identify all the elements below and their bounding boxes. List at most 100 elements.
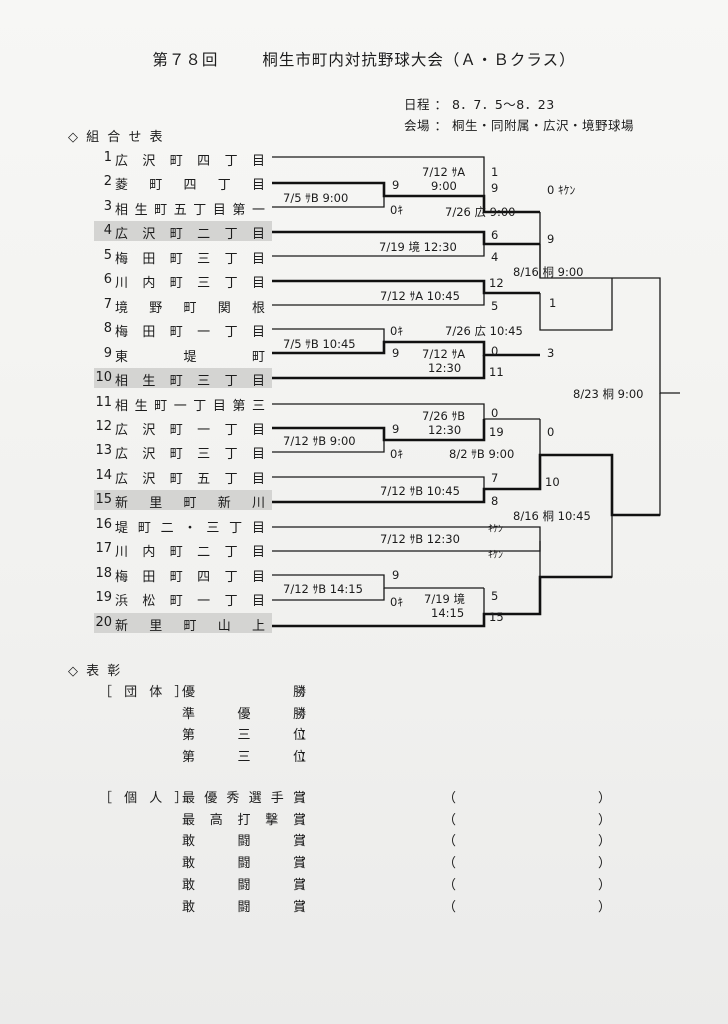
team-name: 広沢町三丁目 [115, 447, 265, 463]
team-number: 16 [95, 516, 112, 532]
team-name: 広沢町一丁目 [115, 422, 265, 438]
award-name: 最高打撃賞 [182, 812, 306, 828]
award-colon: ： [300, 791, 314, 806]
game-label: 12:30 [428, 361, 462, 375]
score: 5 [491, 589, 499, 603]
team-number: 18 [95, 565, 112, 581]
game-label: 8/16 桐 10:45 [513, 509, 591, 523]
award-name: 敢闘賞 [182, 834, 306, 850]
game-label: 8/16 桐 9:00 [513, 265, 584, 279]
score: 0ｷ [390, 595, 404, 609]
score: 9 [392, 422, 400, 436]
award-name: 第三位 [182, 750, 306, 766]
score: 0ｷ [390, 203, 404, 217]
team-name: 広沢町四丁目 [115, 154, 265, 169]
team-number: 14 [95, 467, 112, 483]
award-colon: ： [300, 812, 314, 828]
team-number: 6 [103, 272, 112, 288]
bracket-line-1 [272, 156, 485, 183]
score: 8 [491, 494, 499, 508]
final-game-label: 8/23 桐 9:00 [573, 387, 644, 401]
game-label: 7/26 広 9:00 [445, 205, 516, 219]
team-name: 川内町三丁目 [115, 276, 265, 292]
game-label: 12:30 [428, 423, 462, 437]
award-colon: ： [300, 750, 314, 766]
award-name: 敢闘賞 [182, 877, 306, 893]
bracket-line-16 [272, 403, 485, 419]
game-label: 7/19 境 [424, 592, 465, 606]
award-name: 準優勝 [182, 706, 306, 722]
team-name: 梅田町一丁目 [115, 325, 265, 341]
team-name: 相生町三丁目 [115, 374, 265, 390]
score: 12 [489, 276, 504, 290]
winner-path-4 [272, 230, 540, 246]
game-label: 7/12 ｻA [422, 347, 466, 361]
score: 1 [491, 165, 499, 179]
winner-path-12 [272, 419, 486, 442]
team-number: 12 [95, 418, 112, 434]
team-number: 8 [103, 321, 112, 337]
award-colon: ： [300, 899, 314, 915]
score: 10 [545, 475, 560, 489]
score: 9 [491, 181, 499, 195]
score: ｷｹﾝ [488, 550, 503, 561]
award-colon: ： [300, 856, 314, 872]
recipient-paren-close: ） [598, 812, 612, 828]
team-name: 川内町二丁目 [115, 545, 265, 561]
award-colon: ： [300, 706, 314, 722]
bracket-line-31 [612, 393, 661, 516]
team-number: 7 [103, 296, 112, 312]
team-number: 19 [95, 590, 112, 606]
score: 7 [491, 471, 499, 485]
recipient-paren-close: ） [598, 899, 612, 915]
award-name: 最優秀選手賞 [182, 791, 306, 806]
score: 9 [547, 232, 555, 246]
recipient-paren-close: ） [598, 834, 612, 850]
award-name: 優勝 [182, 685, 306, 700]
game-label: 7/26 広 10:45 [445, 324, 523, 338]
team-name: 新里町山上 [115, 618, 265, 634]
game-label: 7/12 ｻB 10:45 [380, 484, 460, 498]
team-name: 菱町四丁目 [115, 178, 265, 194]
score: 0 [547, 425, 555, 439]
recipient-paren-open: （ [443, 877, 457, 893]
recipient-paren-close: ） [598, 856, 612, 872]
bracket-line-15 [612, 277, 680, 394]
score: 19 [489, 425, 504, 439]
score: 0 ｷｹﾝ [547, 183, 576, 197]
score: 9 [392, 568, 400, 582]
game-label: 8/2 ｻB 9:00 [449, 447, 515, 461]
winner-path-10 [272, 355, 486, 380]
team-number: 1 [103, 150, 112, 165]
bracket-line-29 [539, 515, 613, 578]
score: 9 [392, 178, 400, 192]
game-label: 7/12 ｻB 9:00 [283, 434, 356, 448]
bracket-line-10 [272, 328, 385, 342]
team-name: 梅田町三丁目 [115, 251, 265, 267]
game-label: 7/5 ｻB 9:00 [283, 191, 349, 205]
team-name: 浜松町一丁目 [115, 594, 265, 610]
winner-path-15 [272, 453, 660, 517]
score: 9 [392, 346, 400, 360]
team-number: 20 [95, 614, 112, 630]
team-number: 3 [103, 198, 112, 214]
title-edition: 第７８回 [152, 51, 219, 69]
bracket-line-26 [272, 588, 385, 601]
score: 5 [491, 299, 499, 313]
title-name: 桐生市町内対抗野球大会（Ａ・Ｂクラス） [262, 51, 576, 69]
team-name: 堤町二・三丁目 [115, 520, 265, 536]
score: 4 [491, 250, 499, 264]
recipient-paren-open: （ [443, 899, 457, 915]
